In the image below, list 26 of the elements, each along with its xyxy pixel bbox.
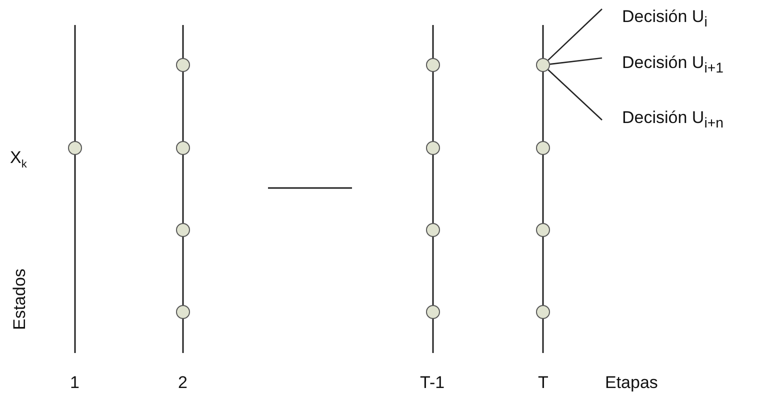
state-circle bbox=[176, 58, 190, 72]
decision-line bbox=[548, 8, 602, 61]
decision-label: Decisión U$_{i}$ bbox=[622, 7, 708, 32]
stage-number: 2 bbox=[178, 373, 188, 393]
state-circle bbox=[536, 58, 550, 72]
state-circle bbox=[176, 141, 190, 155]
decision-line bbox=[548, 69, 602, 120]
state-circle bbox=[176, 305, 190, 319]
stage-number: 1 bbox=[70, 373, 80, 393]
state-circle bbox=[426, 141, 440, 155]
stage-number: T bbox=[538, 373, 548, 393]
decision-label: Decisión U$_{i+n}$ bbox=[622, 108, 724, 134]
axis-title: Etapas bbox=[605, 373, 658, 393]
decision-label: Decisión U$_{i+1}$ bbox=[622, 53, 724, 78]
state-circle bbox=[536, 141, 550, 155]
stage-number: T-1 bbox=[420, 373, 445, 393]
state-circle bbox=[426, 305, 440, 319]
state-circle bbox=[536, 305, 550, 319]
axis-title: Estados bbox=[10, 270, 30, 330]
state-circle bbox=[536, 223, 550, 237]
state-circle bbox=[176, 223, 190, 237]
state-circle bbox=[426, 223, 440, 237]
state-circle bbox=[68, 141, 82, 155]
state-circle bbox=[426, 58, 440, 72]
state-variable-label: X$_{k}$ bbox=[10, 148, 27, 172]
decision-line bbox=[550, 57, 602, 65]
